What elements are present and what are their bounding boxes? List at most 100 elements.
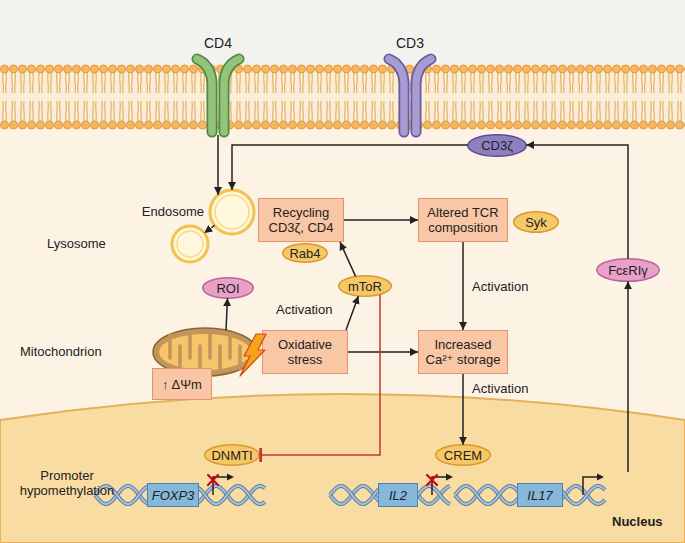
- cristae: [170, 335, 240, 369]
- process-box: ↑ ΔΨm: [152, 368, 212, 400]
- oval-text: DNMTI: [211, 448, 252, 463]
- promoter-arrow-head: [597, 474, 604, 481]
- receptor-arm: [224, 59, 239, 132]
- promoter-arrow: [432, 477, 447, 495]
- dna-strand: [95, 486, 265, 504]
- block-cross: [208, 475, 218, 485]
- vesicle-label: Endosome: [140, 204, 204, 219]
- oval-text: Rab4: [289, 246, 320, 261]
- arrow-connector: [226, 298, 228, 330]
- gene-name: IL2: [389, 488, 407, 503]
- edge-label: Activation: [472, 381, 528, 396]
- nucleus-outline: [0, 394, 685, 543]
- receptor-arm: [197, 59, 212, 132]
- gene: IL2: [330, 472, 450, 518]
- arrow-connector: [462, 374, 464, 445]
- mitochondrion: Mitochondrion: [18, 326, 260, 378]
- vesicle-label: Lysosome: [47, 236, 147, 251]
- box-text: ↑ ΔΨm: [162, 377, 202, 392]
- oval-outline: [203, 278, 254, 299]
- oval-text: Syk: [525, 215, 547, 230]
- gene: IL17: [455, 472, 640, 518]
- receptor-arm-edge: [389, 59, 404, 132]
- box-text: Altered TCR composition: [423, 205, 503, 235]
- protein-oval: FcεRIγ: [596, 258, 660, 282]
- protein-oval: Rab4: [282, 243, 328, 263]
- protein-oval: CD3ζ: [467, 134, 527, 157]
- receptor: CD3: [377, 35, 443, 135]
- receptor-arm-edge: [197, 59, 212, 132]
- mitochondrion-label: Mitochondrion: [20, 344, 102, 359]
- oval-text: mToR: [348, 279, 382, 294]
- receptor-arm-edge: [224, 59, 239, 132]
- extracellular-space: [0, 0, 685, 64]
- protein-oval: DNMTI: [204, 444, 260, 466]
- receptor-arm: [416, 59, 431, 132]
- gene-box: IL2: [378, 483, 418, 507]
- gene: FOXP3: [95, 472, 265, 518]
- lysosome-vesicle: Lysosome: [35, 224, 210, 264]
- mitochondrion-inner: [159, 334, 251, 370]
- lipid-bilayer: [0, 64, 685, 130]
- oval-outline: [205, 445, 260, 466]
- box-text: Increased Ca²⁺ storage: [423, 337, 503, 367]
- arrow-connector: [462, 242, 464, 330]
- lightning-bolt: [240, 334, 266, 376]
- gene-box: IL17: [517, 483, 563, 507]
- arrow-connector: [627, 281, 629, 472]
- box-text: Oxidative stress: [267, 337, 343, 367]
- receptor-label: CD4: [185, 35, 251, 51]
- arrow-connector: [346, 296, 358, 330]
- vesicle-inner: [177, 231, 203, 257]
- arrow-connector: [232, 145, 468, 190]
- oval-text-wrap: mToR: [338, 275, 392, 297]
- inhibition-connector: [259, 294, 380, 455]
- box-text: Recycling CD3ζ, CD4: [263, 205, 339, 235]
- oval-text: FcεRIγ: [608, 263, 648, 278]
- receptor-arm-edge: [416, 59, 431, 132]
- arrow-connector: [204, 225, 214, 233]
- molecule-oval: ROI: [202, 277, 254, 299]
- receptor-arm: [389, 59, 404, 132]
- receptor: CD4: [185, 35, 251, 135]
- promoter-arrow-head: [227, 474, 234, 481]
- oval-text: CREM: [444, 448, 482, 463]
- receptor-label: CD3: [377, 35, 443, 51]
- block-cross: [427, 475, 437, 485]
- dna-strand: [95, 486, 265, 504]
- edge-label: Activation: [472, 279, 528, 294]
- nucleus: NucleusDNMTICREMFOXP3IL2IL17: [0, 390, 685, 543]
- process-box: Altered TCR composition: [418, 198, 508, 242]
- oval-outline: [283, 244, 328, 263]
- membrane-band: [0, 64, 685, 130]
- arrow-connector: [217, 135, 219, 195]
- oval-outline: [468, 135, 527, 157]
- gene-name: FOXP3: [152, 488, 195, 503]
- edge-label: Activation: [276, 302, 332, 317]
- arrow-connector: [348, 351, 418, 353]
- arrow-connector: [526, 145, 628, 259]
- cytoplasm: [0, 64, 685, 543]
- oval-text-wrap: CD3ζ: [467, 134, 527, 157]
- oval-outline: [514, 212, 559, 233]
- process-box: Oxidative stress: [262, 330, 348, 374]
- oval-text: CD3ζ: [481, 138, 513, 153]
- oval-outline: [597, 259, 660, 282]
- dna-strand-fill: [95, 486, 265, 504]
- gene-box: FOXP3: [147, 483, 199, 507]
- vesicle-outline: [210, 190, 254, 234]
- oval-text-wrap: Rab4: [282, 243, 328, 263]
- oval-text-wrap: DNMTI: [204, 444, 260, 466]
- dna-strand-fill: [95, 486, 265, 504]
- oval-outline: [436, 445, 491, 466]
- process-box: Increased Ca²⁺ storage: [418, 330, 508, 374]
- promoter-arrow-head: [446, 474, 453, 481]
- oval-text-wrap: CREM: [435, 444, 491, 466]
- oval-text-wrap: Syk: [513, 211, 559, 233]
- oval-outline: [339, 276, 392, 297]
- protein-oval: mToR: [338, 275, 392, 297]
- vesicle-outline: [172, 226, 208, 262]
- oval-text: ROI: [216, 281, 239, 296]
